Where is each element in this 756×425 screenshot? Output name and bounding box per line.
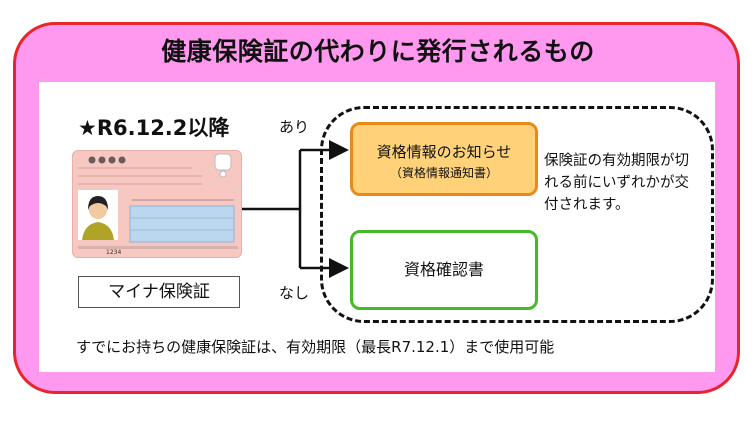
expiry-note: 保険証の有効期限が切れる前にいずれかが交付されます。 xyxy=(544,153,689,213)
eligibility-notice-subtitle: （資格情報通知書） xyxy=(389,166,498,180)
card-serial: 1234 xyxy=(106,249,121,256)
issued-documents-group xyxy=(320,106,714,323)
effective-date-label: ★R6.12.2以降 xyxy=(78,116,230,140)
my-number-card-caption: マイナ保険証 xyxy=(78,276,240,308)
footer-note: すでにお持ちの健康保険証は、有効期限（最長R7.12.1）まで使用可能 xyxy=(76,338,555,356)
my-number-card-illustration: 1234 xyxy=(72,150,242,258)
eligibility-notice-box: 資格情報のお知らせ （資格情報通知書） xyxy=(350,122,538,196)
eligibility-notice-title: 資格情報のお知らせ xyxy=(376,143,512,161)
branch-label-no: なし xyxy=(279,284,310,302)
card-icon: 1234 xyxy=(78,153,238,256)
eligibility-certificate-box: 資格確認書 xyxy=(350,230,538,310)
page-title: 健康保険証の代わりに発行されるもの xyxy=(161,37,595,66)
branch-label-yes: あり xyxy=(279,118,310,136)
